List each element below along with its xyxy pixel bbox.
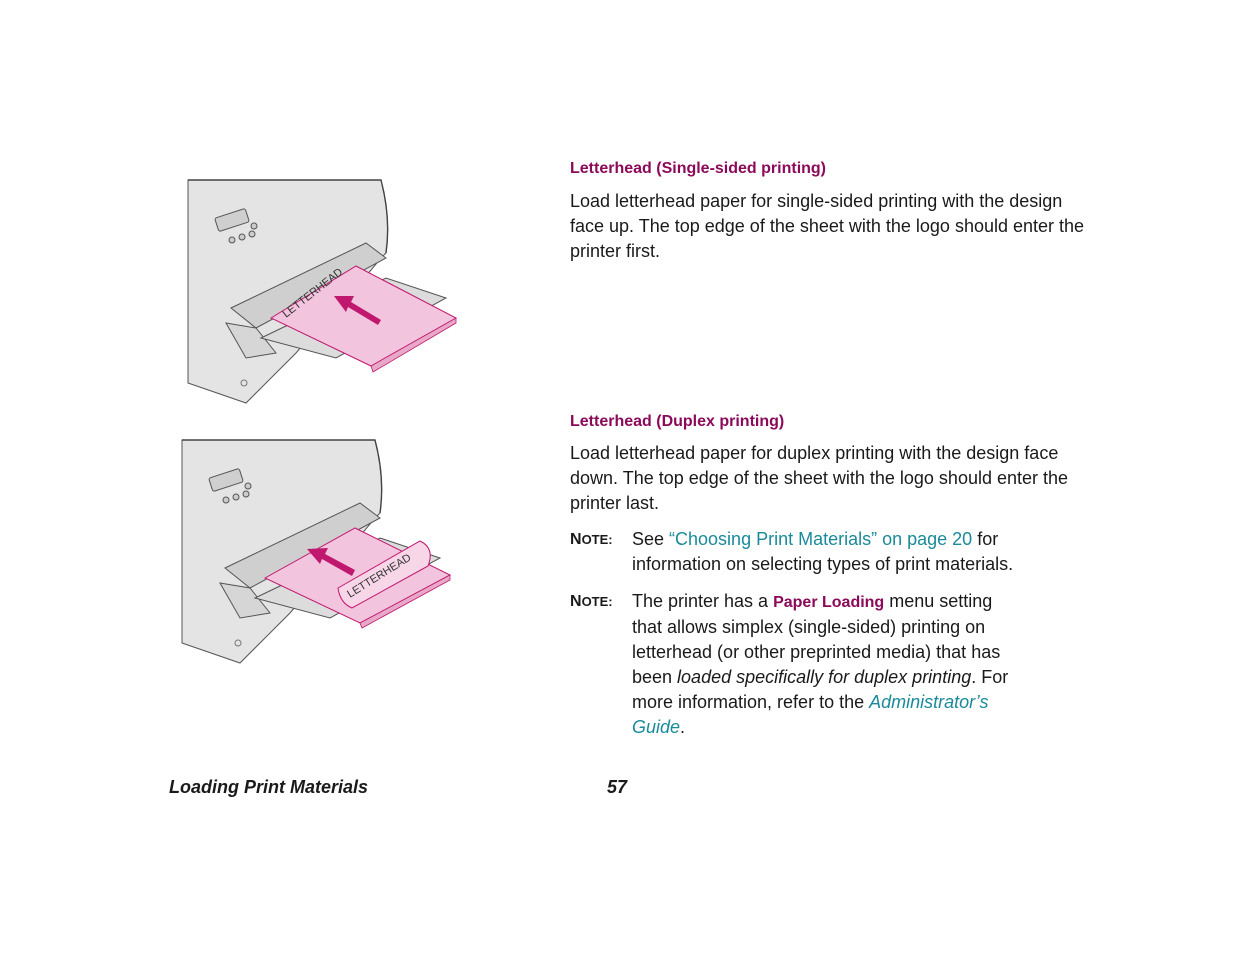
- note-label: NOTE:: [570, 593, 613, 610]
- footer-chapter-title: Loading Print Materials: [169, 777, 369, 797]
- note-text-line2: information on selecting types of print …: [632, 554, 1014, 574]
- section-body-single-sided: Load letterhead paper for single-sided p…: [570, 191, 1085, 261]
- note-choosing-print-materials: NOTE: See “Choosing Print Materials” on …: [570, 529, 1014, 574]
- note-text: See: [632, 529, 670, 549]
- administrators-guide-link-cont[interactable]: Guide: [632, 717, 681, 737]
- section-body-duplex: Load letterhead paper for duplex printin…: [570, 443, 1069, 513]
- printer-illustration-single-sided: LETTERHEAD: [187, 179, 458, 404]
- section-heading-duplex: Letterhead (Duplex printing): [570, 413, 785, 430]
- paper-loading-menu-name: Paper Loading: [773, 594, 885, 611]
- note-label: NOTE:: [570, 531, 613, 548]
- administrators-guide-link[interactable]: Administrator’s: [869, 692, 989, 712]
- printer-illustration-duplex: LETTERHEAD: [181, 439, 452, 664]
- section-heading-single-sided: Letterhead (Single-sided printing): [570, 160, 827, 177]
- footer-page-number: 57: [607, 777, 628, 797]
- note-paper-loading: NOTE: The printer has a Paper Loading me…: [570, 591, 1009, 737]
- choosing-print-materials-link[interactable]: “Choosing Print Materials” on page 20: [669, 529, 973, 549]
